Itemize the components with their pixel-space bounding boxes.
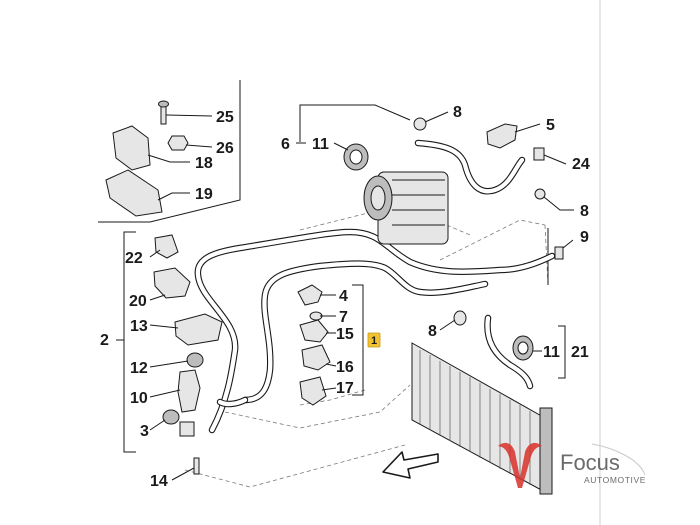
compressor [363,171,449,245]
logo-subtitle: AUTOMOTIVE [584,475,646,485]
logo-word: Focus [560,450,620,475]
callout-2: 2 [100,332,109,349]
callout-22: 22 [125,250,143,267]
callout-26: 26 [216,140,234,157]
leader-lines [147,111,574,481]
refrigerant-pipes [194,139,556,434]
callout-10: 10 [130,390,148,407]
callout-24: 24 [572,156,590,173]
callout-16: 16 [336,359,354,376]
callout-19: 19 [195,186,213,203]
callout-8-right: 8 [580,203,589,220]
callout-18: 18 [195,155,213,172]
logo-swoosh [591,443,646,476]
callout-20: 20 [129,293,147,310]
left-group-bracket [116,231,136,453]
callout-labels: 25 26 18 19 6 11 8 5 24 8 9 22 20 2 13 1… [100,104,590,490]
callout-21: 21 [571,344,589,361]
callout-11-top: 11 [312,136,329,153]
callout-6: 6 [281,136,290,153]
airflow-arrow [382,451,439,479]
callout-4: 4 [339,288,348,305]
callout-8-top: 8 [453,104,462,121]
logo-mark [498,442,542,488]
callout-17: 17 [336,380,354,397]
callout-8-lower: 8 [428,323,437,340]
callout-14: 14 [150,473,168,490]
callout-1: 1 [371,335,377,347]
compressor-group-frame [299,104,411,142]
callout-11-right: 11 [543,344,560,361]
callout-15: 15 [336,326,354,343]
right-group-bracket [558,325,566,379]
callout-3: 3 [140,423,149,440]
callout-25: 25 [216,109,234,126]
condenser [411,342,553,495]
top-left-group-frame [98,80,241,223]
callout-1-highlight [367,332,381,348]
middle-group-bracket [352,284,364,396]
callout-9: 9 [580,229,589,246]
callout-7: 7 [339,309,348,326]
callout-13: 13 [130,318,148,335]
small-parts [105,100,564,475]
callout-5: 5 [546,117,555,134]
callout-12: 12 [130,360,148,377]
focus-automotive-logo: Focus AUTOMOTIVE [498,442,646,488]
